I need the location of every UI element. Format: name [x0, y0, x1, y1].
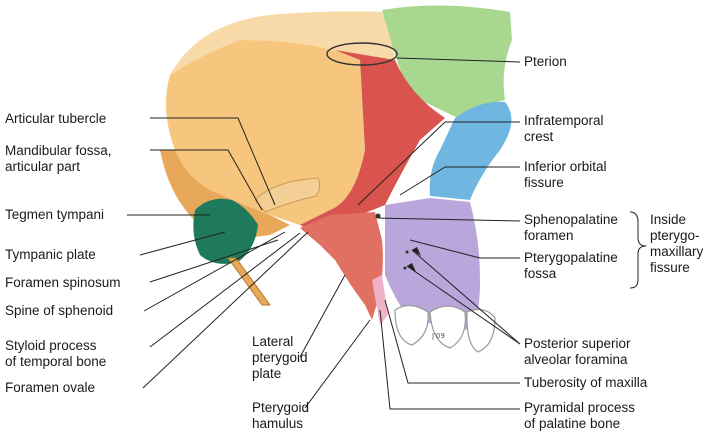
label-line: Pterygopalatine [524, 250, 618, 265]
label-line: pterygo- [650, 228, 700, 243]
leader-lines [127, 57, 647, 410]
label-infratemporal-crest: Infratemporal crest [524, 113, 604, 145]
maxilla [385, 198, 480, 330]
label-tegmen-tympani: Tegmen tympani [5, 207, 105, 222]
teeth [394, 304, 496, 353]
foramina [375, 213, 409, 270]
label-inside-pterygomaxillary-fissure: Inside pterygo- maxillary fissure [650, 212, 703, 276]
label-line: Styloid process [5, 338, 97, 353]
label-tuberosity-of-maxilla: Tuberosity of maxilla [524, 375, 648, 390]
label-mandibular-fossa: Mandibular fossa, articular part [5, 143, 112, 175]
label-line: plate [252, 366, 282, 381]
label-foramen-ovale: Foramen ovale [5, 380, 96, 395]
label-foramen-spinosum: Foramen spinosum [5, 275, 121, 290]
label-pterygopalatine-fossa: Pterygopalatine fossa [524, 250, 618, 282]
label-line: of palatine bone [524, 416, 621, 431]
label-line: Posterior superior [524, 336, 631, 351]
label-line: hamulus [252, 416, 304, 431]
parietal-bone [170, 11, 395, 76]
label-line: Inside [650, 212, 687, 227]
signature: J'09 [431, 332, 445, 340]
label-line: alveolar foramina [524, 352, 628, 367]
frontal-bone [382, 5, 512, 121]
label-line: of temporal bone [5, 354, 107, 369]
label-line: maxillary [650, 244, 704, 259]
label-line: articular part [5, 159, 81, 174]
sphenoid-pterygoid [300, 212, 383, 320]
label-line: fissure [524, 175, 564, 190]
label-line: Pterygoid [252, 400, 310, 415]
label-tympanic-plate: Tympanic plate [5, 247, 96, 262]
zygomatic-process [254, 177, 321, 213]
label-line: foramen [524, 228, 574, 243]
label-spine-of-sphenoid: Spine of sphenoid [5, 303, 114, 318]
label-line: Infratemporal [524, 113, 604, 128]
label-line: pterygoid [252, 350, 308, 365]
label-line: fossa [524, 266, 557, 281]
label-pyramidal-process: Pyramidal process of palatine bone [524, 400, 635, 432]
palatine-bone [372, 275, 388, 325]
label-pterygoid-hamulus: Pterygoid hamulus [252, 400, 309, 432]
label-articular-tubercle: Articular tubercle [5, 111, 107, 126]
label-line: crest [524, 129, 554, 144]
pterion-circle [326, 42, 398, 66]
label-line: Lateral [252, 334, 294, 349]
label-sphenopalatine-foramen: Sphenopalatine foramen [524, 212, 618, 244]
label-line: Sphenopalatine [524, 212, 618, 227]
label-line: Pyramidal process [524, 400, 636, 415]
label-lateral-pterygoid-plate: Lateral pterygoid plate [252, 334, 308, 382]
label-styloid-process: Styloid process of temporal bone [5, 338, 106, 370]
label-pterion: Pterion [524, 54, 567, 69]
zygomatic-bone [429, 101, 512, 200]
label-line: Inferior orbital [524, 159, 607, 174]
sphenoid-greater-wing [300, 50, 445, 230]
label-line: fissure [650, 260, 690, 275]
label-inferior-orbital-fissure: Inferior orbital fissure [524, 159, 607, 191]
styloid-process [227, 257, 271, 306]
label-posterior-superior-alveolar-foramina: Posterior superior alveolar foramina [524, 336, 631, 368]
temporal-bone-lower [160, 150, 290, 240]
label-line: Mandibular fossa, [5, 143, 112, 158]
